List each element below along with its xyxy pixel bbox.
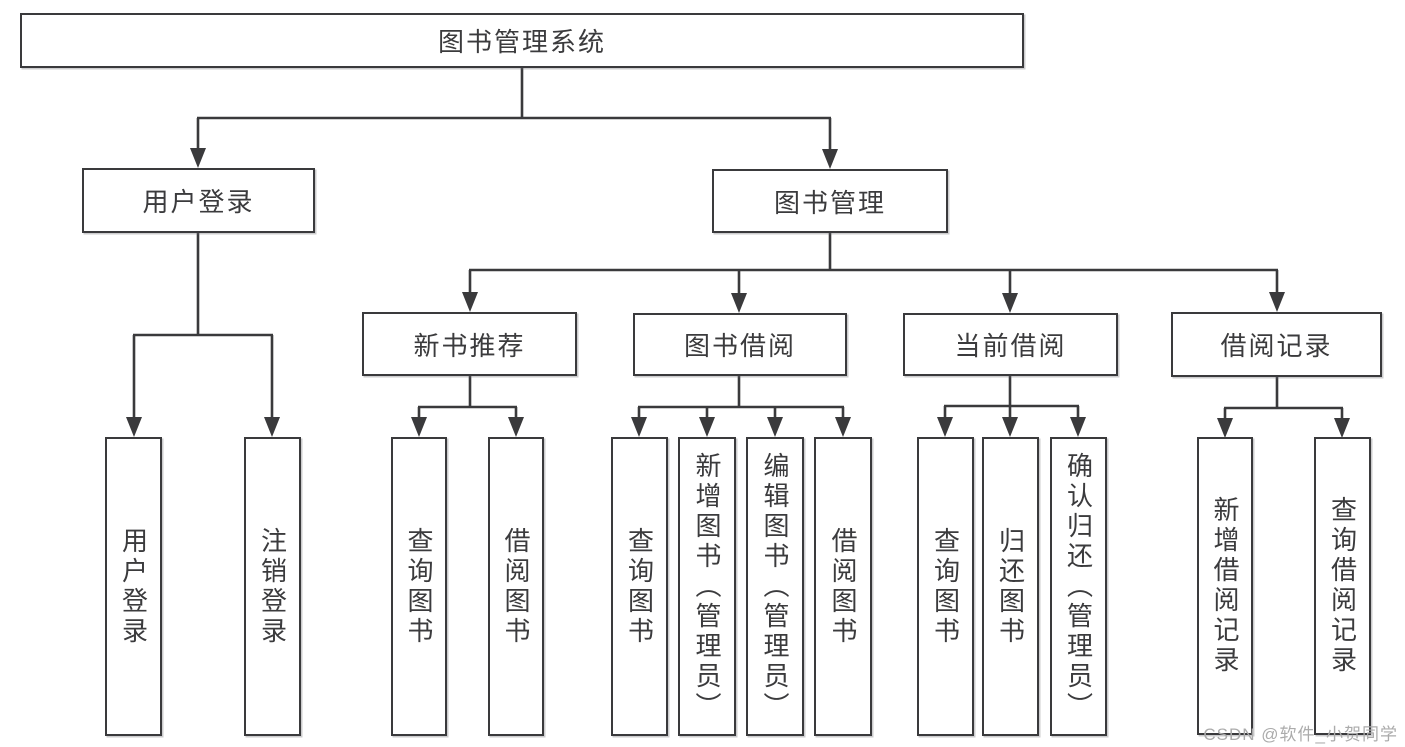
leaf-confirm-return-admin: 确认归还（管理员） [1050,437,1107,736]
leaf-query-borrow-record: 查询借阅记录 [1314,437,1371,735]
leaf-user-login: 用户登录 [105,437,162,736]
leaf-query-books-borrowing: 查询图书 [611,437,668,736]
leaf-add-borrow-record: 新增借阅记录 [1197,437,1253,735]
leaf-borrow-books-recommend: 借阅图书 [488,437,544,736]
leaf-borrow-books-borrowing: 借阅图书 [814,437,872,736]
leaf-query-books-current: 查询图书 [917,437,974,736]
node-borrowing-records: 借阅记录 [1171,312,1382,377]
leaf-logout: 注销登录 [244,437,301,736]
leaf-query-books-recommend: 查询图书 [391,437,447,736]
node-new-book-recommend: 新书推荐 [362,312,577,376]
leaf-edit-book-admin: 编辑图书（管理员） [746,437,804,736]
node-library-management-system: 图书管理系统 [20,13,1024,68]
node-book-management: 图书管理 [712,169,948,233]
leaf-add-book-admin: 新增图书（管理员） [678,437,736,736]
leaf-return-books: 归还图书 [982,437,1039,736]
node-book-borrowing: 图书借阅 [633,313,847,376]
node-user-login: 用户登录 [82,168,315,233]
node-current-borrowing: 当前借阅 [903,313,1118,376]
csdn-watermark: CSDN @软件_小贺同学 [1203,725,1398,744]
